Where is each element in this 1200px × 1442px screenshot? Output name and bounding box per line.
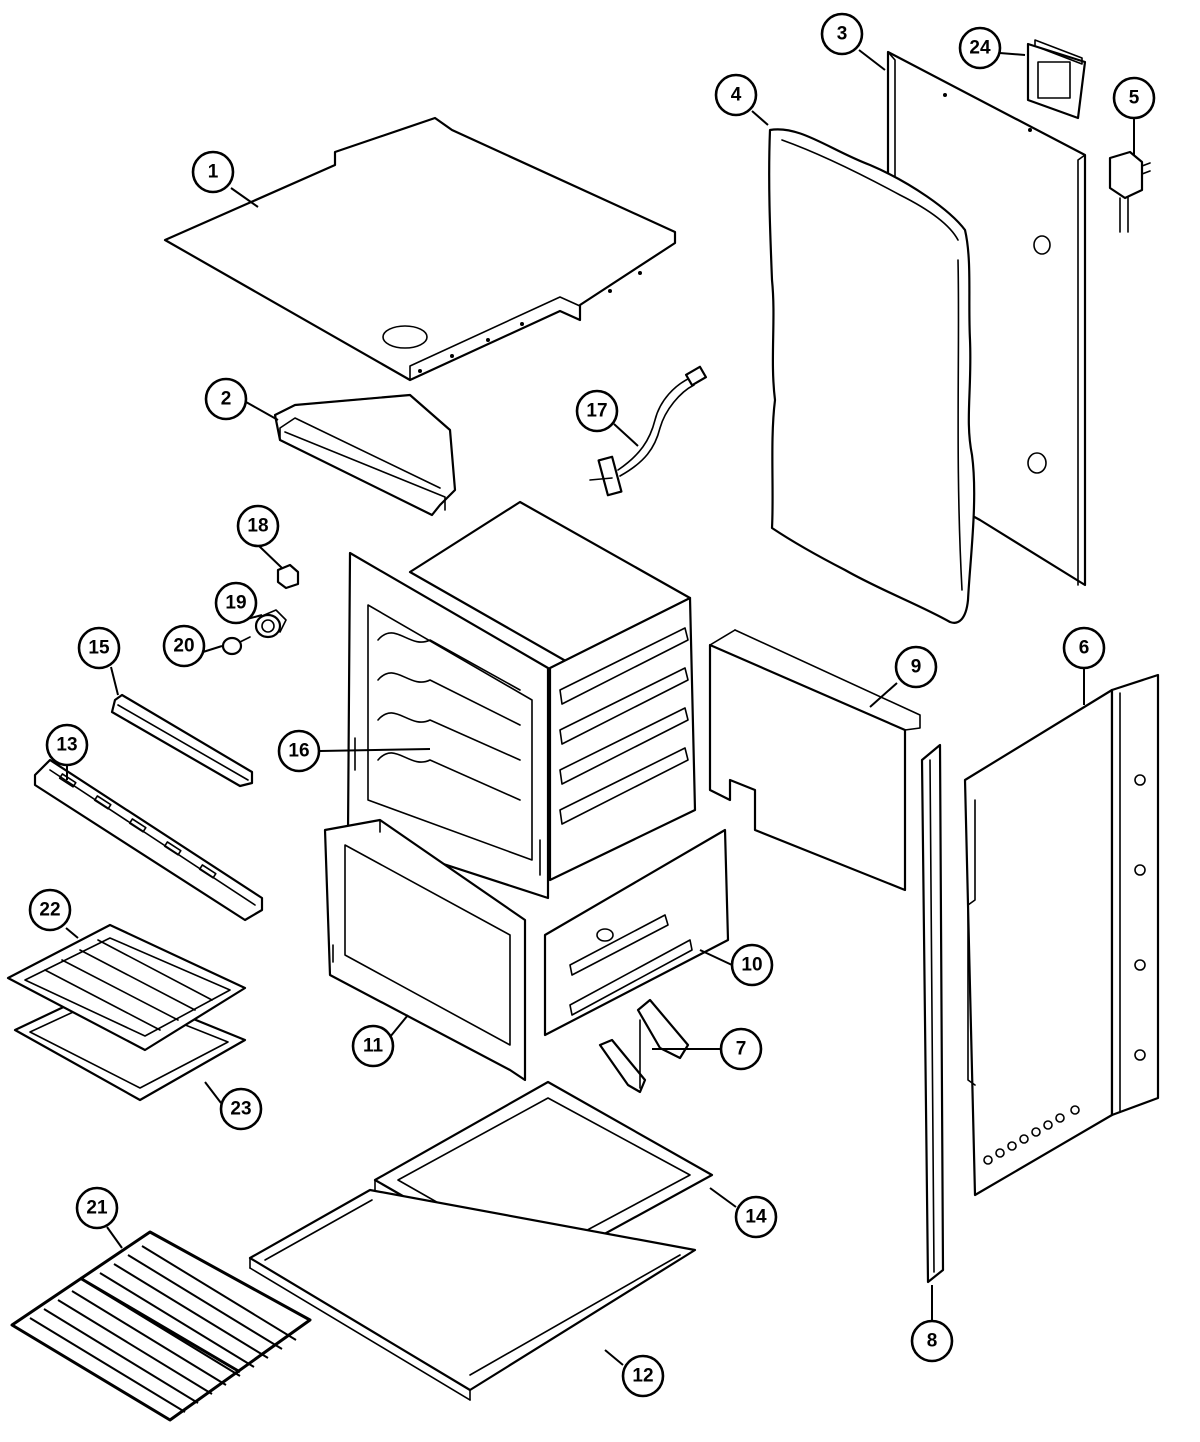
callout-12: 12 (621, 1354, 665, 1398)
callout-19: 19 (214, 581, 258, 625)
callout-1: 1 (191, 150, 235, 194)
svg-text:11: 11 (363, 1036, 384, 1057)
part-1-top-panel (163, 116, 677, 382)
part-20-bulb (221, 636, 251, 656)
callout-11: 11 (351, 1024, 395, 1068)
part-11-lower-frame (323, 818, 527, 1082)
callout-2: 2 (204, 377, 248, 421)
callout-24: 24 (958, 26, 1002, 70)
part-2-bracket (273, 393, 457, 517)
svg-text:18: 18 (247, 516, 268, 537)
callout-10: 10 (730, 943, 774, 987)
part-13-rail (33, 758, 264, 922)
part-21-oven-rack (10, 1230, 312, 1422)
leader-lines (65, 49, 1135, 1366)
part-6-side-wall (963, 673, 1160, 1197)
svg-text:7: 7 (736, 1039, 747, 1060)
callout-13: 13 (45, 723, 89, 767)
svg-text:24: 24 (969, 38, 991, 59)
svg-text:17: 17 (586, 401, 607, 422)
svg-text:21: 21 (86, 1198, 108, 1219)
callout-17: 17 (575, 389, 619, 433)
svg-text:16: 16 (288, 741, 309, 762)
callout-7: 7 (719, 1027, 763, 1071)
svg-text:8: 8 (927, 1331, 938, 1352)
callout-8: 8 (910, 1319, 954, 1363)
callout-6: 6 (1062, 626, 1106, 670)
svg-text:4: 4 (731, 85, 742, 106)
part-12-oven-bottom (248, 1188, 697, 1401)
svg-text:23: 23 (230, 1099, 251, 1120)
part-18-clip (276, 563, 300, 590)
callout-4: 4 (714, 73, 758, 117)
callout-18: 18 (236, 504, 280, 548)
part-16-oven-cavity (346, 500, 697, 900)
svg-text:2: 2 (221, 389, 232, 410)
callout-15: 15 (77, 626, 121, 670)
svg-text:20: 20 (173, 636, 194, 657)
svg-text:14: 14 (745, 1207, 767, 1228)
svg-text:9: 9 (911, 657, 922, 678)
part-5-plug (1108, 150, 1151, 233)
part-19-lamp-socket (254, 609, 287, 639)
part-17-sensor (589, 365, 708, 497)
svg-text:6: 6 (1079, 638, 1090, 659)
svg-text:1: 1 (208, 162, 219, 183)
part-10-lower-side (543, 828, 730, 1037)
part-9-side-panel (708, 629, 921, 892)
svg-text:19: 19 (225, 593, 246, 614)
part-24-box (1026, 39, 1087, 120)
callout-20: 20 (162, 624, 206, 668)
callout-16: 16 (277, 729, 321, 773)
callout-14: 14 (734, 1195, 778, 1239)
callout-9: 9 (894, 645, 938, 689)
callout-21: 21 (75, 1186, 119, 1230)
part-4-insulation (768, 128, 976, 624)
callout-5: 5 (1112, 76, 1156, 120)
svg-text:22: 22 (39, 900, 60, 921)
svg-text:3: 3 (837, 24, 848, 45)
svg-text:15: 15 (88, 638, 110, 659)
svg-text:13: 13 (56, 735, 77, 756)
part-7-hinge (598, 998, 690, 1094)
callout-23: 23 (219, 1087, 263, 1131)
svg-text:12: 12 (632, 1366, 653, 1387)
part-22-broiler-grid (6, 923, 247, 1052)
part-15-rail (110, 693, 254, 788)
part-8-trim-strip (920, 743, 945, 1284)
svg-text:5: 5 (1129, 88, 1140, 109)
callout-3: 3 (820, 12, 864, 56)
callout-22: 22 (28, 888, 72, 932)
svg-text:10: 10 (741, 955, 762, 976)
